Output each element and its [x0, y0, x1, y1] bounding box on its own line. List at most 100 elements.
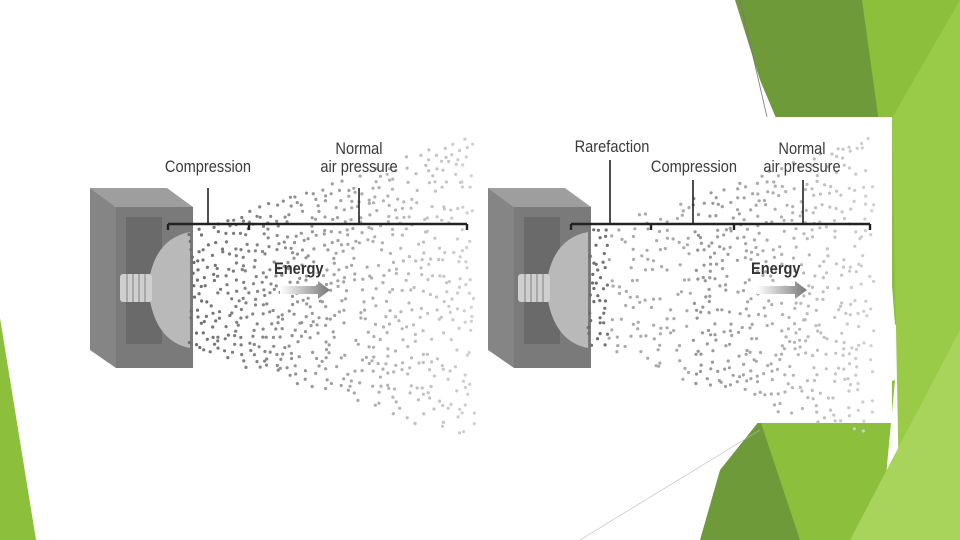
air-particle: [242, 359, 246, 363]
air-particle: [232, 231, 236, 235]
air-particle: [756, 214, 760, 218]
theme-facet: [0, 318, 36, 540]
rarefaction-label: Rarefaction: [574, 137, 650, 156]
air-particle: [265, 357, 269, 361]
air-particle: [629, 266, 633, 270]
air-particle: [441, 403, 445, 408]
air-particle: [268, 350, 272, 354]
air-particle: [253, 249, 257, 253]
air-particle: [381, 281, 385, 285]
air-particle: [373, 322, 378, 326]
air-particle: [368, 213, 372, 217]
air-particle: [598, 321, 602, 325]
air-particle: [394, 315, 398, 319]
air-particle: [323, 199, 327, 203]
air-particle: [306, 296, 310, 300]
air-particle: [814, 404, 818, 408]
air-particle: [314, 371, 318, 375]
air-particle: [441, 168, 445, 172]
air-particle: [420, 258, 424, 262]
air-particle: [260, 280, 264, 284]
air-particle: [453, 365, 457, 369]
air-particle: [610, 318, 615, 322]
air-particle: [707, 287, 711, 291]
air-particle: [744, 242, 748, 246]
air-particle: [709, 191, 713, 195]
air-particle: [291, 302, 295, 307]
air-particle: [282, 240, 286, 244]
air-particle: [860, 146, 864, 150]
air-particle: [255, 322, 259, 326]
air-particle: [737, 212, 742, 216]
air-particle: [738, 181, 742, 185]
air-particle: [375, 209, 379, 213]
air-particle: [601, 287, 606, 291]
air-particle: [216, 339, 220, 343]
air-particle: [665, 317, 669, 321]
air-particle: [443, 251, 447, 255]
air-particle: [387, 167, 391, 171]
air-particle: [409, 206, 413, 210]
air-particle: [646, 356, 650, 360]
air-particle: [239, 316, 243, 320]
air-particle: [460, 411, 464, 415]
air-particle: [791, 161, 796, 165]
air-particle: [354, 338, 358, 342]
air-particle: [861, 429, 865, 433]
air-particle: [852, 427, 857, 431]
air-particle: [651, 259, 656, 263]
air-particle: [199, 233, 204, 237]
air-particle: [335, 365, 339, 369]
air-particle: [252, 265, 256, 269]
air-particle: [437, 257, 441, 262]
air-particle: [631, 305, 635, 310]
air-particle: [605, 243, 609, 247]
air-particle: [239, 307, 243, 312]
air-particle: [791, 205, 795, 209]
air-particle: [462, 309, 466, 313]
air-particle: [841, 265, 846, 269]
air-particle: [400, 327, 404, 331]
air-particle: [736, 187, 740, 191]
air-particle: [703, 279, 707, 283]
air-particle: [767, 299, 771, 303]
air-particle: [862, 419, 866, 423]
air-particle: [748, 350, 752, 354]
air-particle: [432, 374, 437, 378]
air-particle: [468, 185, 472, 189]
air-particle: [419, 266, 423, 270]
air-particle: [234, 261, 239, 265]
air-particle: [832, 219, 837, 223]
air-particle: [471, 142, 475, 146]
air-particle: [637, 213, 642, 217]
air-particle: [610, 234, 614, 238]
air-particle: [805, 182, 809, 186]
air-particle: [714, 338, 718, 342]
air-particle: [736, 330, 741, 334]
air-particle: [872, 279, 876, 284]
air-particle: [699, 310, 703, 314]
air-particle: [782, 218, 786, 223]
air-particle: [828, 408, 833, 412]
air-particle: [866, 136, 870, 141]
air-particle: [825, 165, 830, 169]
air-particle: [810, 163, 814, 167]
air-particle: [756, 312, 761, 317]
air-particle: [838, 419, 843, 423]
normal-air-pressure-label: Normal air pressure: [763, 139, 841, 176]
air-particle: [423, 217, 427, 222]
air-particle: [280, 313, 284, 317]
air-particle: [380, 241, 384, 245]
air-particle: [276, 368, 280, 372]
air-particle: [728, 342, 732, 346]
air-particle: [736, 290, 740, 294]
air-particle: [196, 268, 200, 272]
air-particle: [745, 227, 750, 231]
air-particle: [385, 331, 389, 335]
air-particle: [261, 303, 265, 307]
air-particle: [451, 142, 455, 146]
air-particle: [216, 346, 220, 350]
air-particle: [251, 312, 255, 316]
air-particle: [435, 295, 439, 299]
air-particle: [206, 243, 210, 247]
